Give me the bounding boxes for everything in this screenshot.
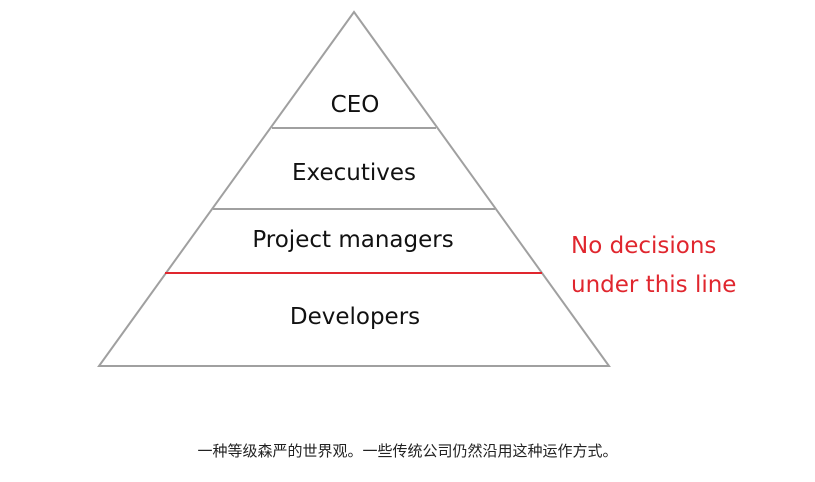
level-label-project-managers: Project managers (252, 227, 453, 253)
hierarchy-pyramid-diagram: CEO Executives Project managers Develope… (97, 10, 736, 367)
annotation-line-2: under this line (571, 272, 736, 298)
level-label-ceo: CEO (331, 92, 380, 118)
figure-caption: 一种等级森严的世界观。一些传统公司仍然沿用这种运作方式。 (197, 442, 618, 460)
pyramid-outline (97, 10, 611, 367)
level-label-developers: Developers (290, 304, 420, 330)
level-label-executives: Executives (292, 160, 416, 186)
annotation-line-1: No decisions (571, 233, 716, 259)
